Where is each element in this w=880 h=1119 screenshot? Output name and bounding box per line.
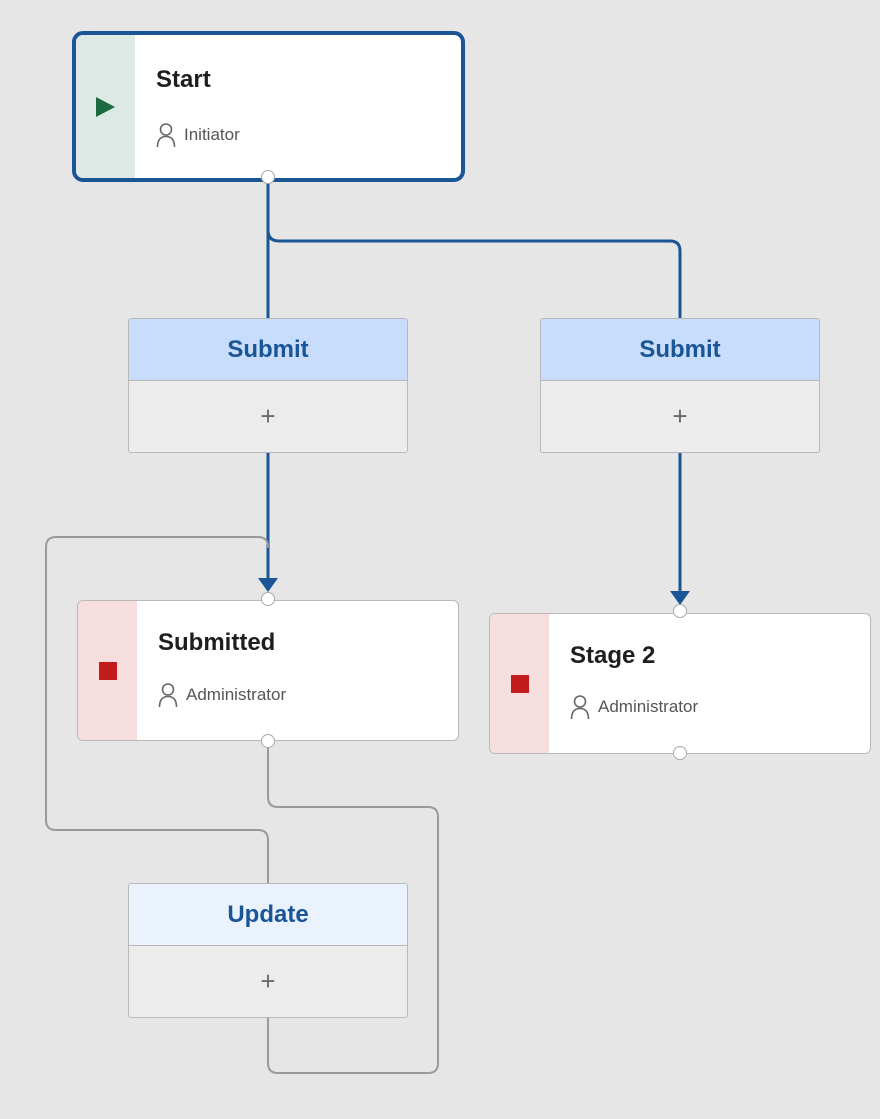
- state-node-stage-2[interactable]: Stage 2 Administrator: [489, 613, 871, 754]
- play-icon: [96, 96, 115, 117]
- connector-submitted-to-update[interactable]: [267, 740, 439, 1074]
- role-label: Administrator: [598, 697, 699, 716]
- port-submitted-in[interactable]: [261, 592, 275, 606]
- action-label: Submit: [227, 335, 309, 363]
- start-marker-strip: [76, 35, 135, 178]
- role-label: Administrator: [186, 685, 287, 704]
- person-icon: [570, 695, 590, 720]
- port-stage2-out[interactable]: [673, 746, 687, 760]
- action-header-submit[interactable]: Submit: [129, 319, 407, 381]
- add-step-button[interactable]: +: [129, 381, 407, 451]
- plus-icon: +: [260, 965, 276, 996]
- arrowhead-stage2: [670, 591, 690, 605]
- action-box-submit-left: Submit +: [128, 318, 408, 453]
- person-icon: [156, 123, 176, 148]
- action-box-update: Update +: [128, 883, 408, 1018]
- port-stage2-in[interactable]: [673, 604, 687, 618]
- connector-update-to-submitted[interactable]: [45, 536, 269, 884]
- action-header-submit[interactable]: Submit: [541, 319, 819, 381]
- plus-icon: +: [672, 400, 688, 431]
- state-title: Start: [156, 66, 211, 93]
- state-title: Stage 2: [570, 642, 656, 669]
- end-marker-strip: [490, 614, 549, 753]
- state-title: Submitted: [158, 629, 276, 656]
- port-submitted-out[interactable]: [261, 734, 275, 748]
- connector-start-to-submit-right[interactable]: [266, 228, 682, 320]
- state-node-start[interactable]: Start Initiator: [72, 31, 465, 182]
- plus-icon: +: [260, 400, 276, 431]
- state-role: Initiator: [156, 122, 240, 148]
- state-node-submitted[interactable]: Submitted Administrator: [77, 600, 459, 741]
- action-label: Submit: [639, 335, 721, 363]
- add-step-button[interactable]: +: [129, 946, 407, 1016]
- end-marker-strip: [78, 601, 137, 740]
- stop-icon: [510, 674, 529, 693]
- state-role: Administrator: [158, 682, 286, 708]
- state-role: Administrator: [570, 694, 698, 720]
- action-box-submit-right: Submit +: [540, 318, 820, 453]
- action-header-update[interactable]: Update: [129, 884, 407, 946]
- arrowhead-submitted: [258, 578, 278, 592]
- action-label: Update: [227, 900, 309, 928]
- add-step-button[interactable]: +: [541, 381, 819, 451]
- role-label: Initiator: [184, 125, 240, 144]
- person-icon: [158, 683, 178, 708]
- stop-icon: [98, 661, 117, 680]
- port-start-out[interactable]: [261, 170, 275, 184]
